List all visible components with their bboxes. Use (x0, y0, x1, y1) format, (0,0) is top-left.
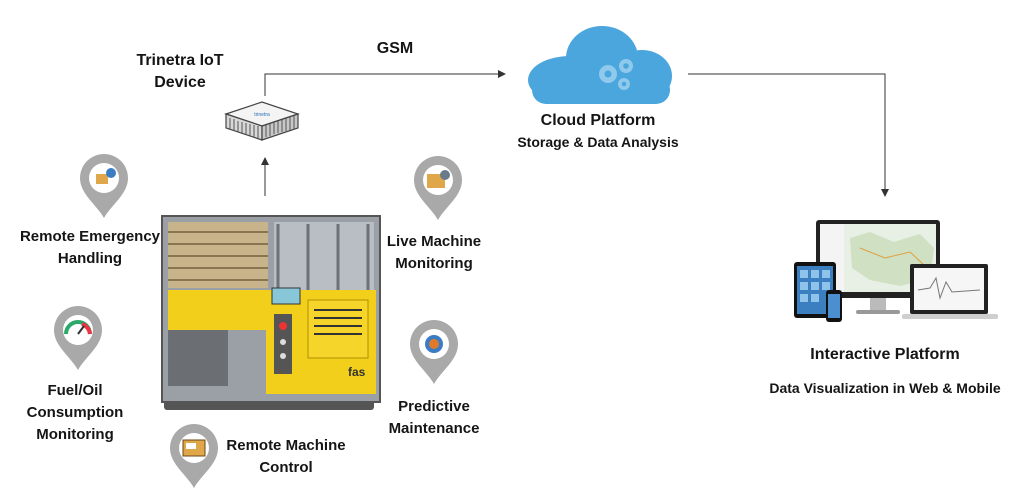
pin-emergency-handling (78, 154, 130, 220)
pin-predictive-maintenance (408, 320, 460, 386)
label-live-monitoring: Live Machine Monitoring (386, 233, 482, 272)
label-predictive-maintenance: Predictive Maintenance (388, 398, 480, 437)
cloud-title: Cloud Platform (540, 112, 656, 129)
live-monitoring-icon (427, 170, 450, 188)
pin-fuel-oil (52, 306, 104, 372)
device-brand-label: trinetra (254, 112, 270, 118)
emergency-handling-icon (96, 174, 108, 184)
device-to-cloud-arrow (264, 70, 506, 96)
pin-live-monitoring (412, 156, 464, 222)
interactive-title: Interactive Platform (810, 346, 960, 363)
interactive-subtitle: Data Visualization in Web & Mobile (769, 380, 1001, 396)
device-title: Trinetra IoT Device (115, 50, 245, 94)
devices-image (790, 218, 1000, 324)
iot-device-image: trinetra (222, 96, 302, 142)
machine-image: fas (158, 204, 384, 412)
machine-control-icon (182, 439, 206, 457)
fuel-gauge-icon (64, 320, 92, 335)
pin-remote-control (168, 424, 220, 490)
machine-brand-label: fas (348, 365, 366, 379)
label-emergency-handling: Remote Emergency Handling (19, 228, 161, 267)
label-remote-control: Remote Machine Control (226, 437, 346, 476)
device-title-line2: Device (154, 74, 206, 91)
cloud-to-interactive-arrow (688, 73, 889, 197)
device-title-line1: Trinetra IoT (136, 52, 224, 69)
label-fuel-oil: Fuel/Oil Consumption Monitoring (26, 382, 124, 443)
predictive-maintenance-icon (425, 335, 443, 353)
gsm-label: GSM (376, 40, 414, 57)
cloud-icon (520, 22, 676, 106)
cloud-subtitle: Storage & Data Analysis (517, 134, 679, 150)
